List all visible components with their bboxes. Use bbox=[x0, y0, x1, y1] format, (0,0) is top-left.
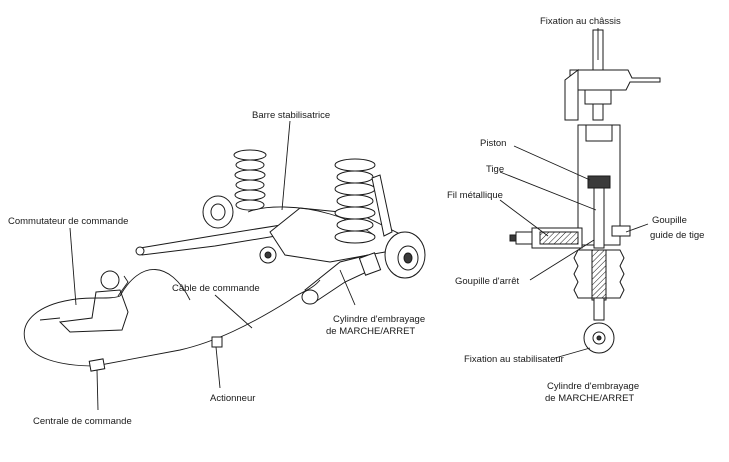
label-cylindre-right-line1: Cylindre d'embrayage bbox=[547, 381, 639, 392]
label-barre-stabilisatrice: Barre stabilisatrice bbox=[252, 110, 330, 121]
control-cable bbox=[23, 269, 321, 367]
label-commutateur-de-commande: Commutateur de commande bbox=[8, 216, 128, 227]
label-goupille-d-arret: Goupille d'arrêt bbox=[455, 276, 519, 287]
label-goupille-guide-line1: Goupille bbox=[652, 215, 687, 226]
label-fil-metallique: Fil métallique bbox=[447, 190, 503, 201]
label-cylindre-left-line2: de MARCHE/ARRET bbox=[326, 326, 415, 337]
actuator-box bbox=[211, 336, 223, 348]
cylinder-cross-section bbox=[509, 29, 661, 354]
label-cylindre-left-line1: Cylindre d'embrayage bbox=[333, 314, 425, 325]
driver-figure bbox=[39, 270, 129, 333]
label-fixation-au-stabilisateur: Fixation au stabilisateur bbox=[464, 354, 564, 365]
control-unit-box bbox=[88, 358, 106, 372]
rear-suspension-illustration bbox=[135, 149, 426, 305]
label-goupille-guide-line2: guide de tige bbox=[650, 230, 704, 241]
label-piston: Piston bbox=[480, 138, 506, 149]
left-coil-spring bbox=[233, 149, 267, 211]
label-cable-de-commande: Câble de commande bbox=[172, 283, 260, 294]
label-tige: Tige bbox=[486, 164, 504, 175]
label-actionneur: Actionneur bbox=[210, 393, 255, 404]
label-centrale-de-commande: Centrale de commande bbox=[33, 416, 132, 427]
label-fixation-au-chassis: Fixation au châssis bbox=[540, 16, 621, 27]
label-cylindre-right-line2: de MARCHE/ARRET bbox=[545, 393, 634, 404]
bellows bbox=[573, 249, 625, 301]
